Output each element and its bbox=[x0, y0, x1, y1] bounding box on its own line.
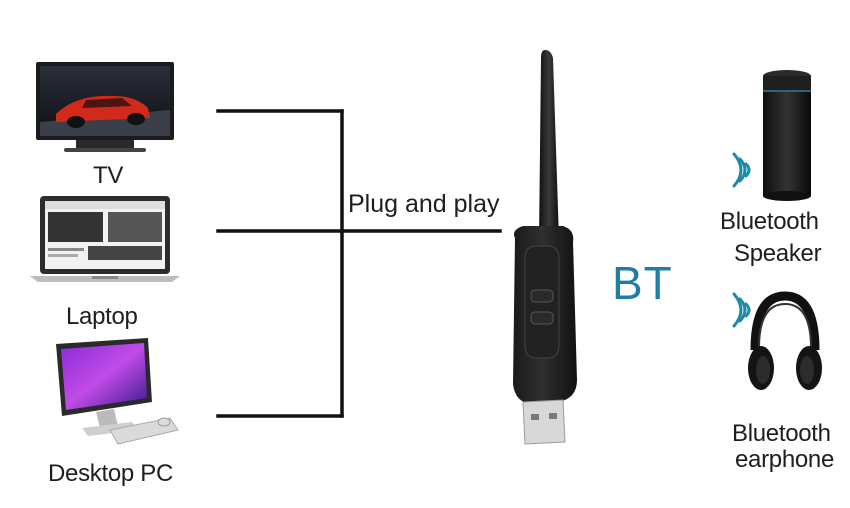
bluetooth-speaker-icon bbox=[763, 70, 811, 201]
laptop-icon bbox=[30, 196, 180, 282]
laptop-label: Laptop bbox=[66, 303, 138, 330]
earphone-label-line1: Bluetooth bbox=[732, 420, 831, 447]
speaker-label-line1: Bluetooth bbox=[720, 208, 819, 235]
signal-waves-icon bbox=[732, 292, 751, 328]
tv-icon bbox=[36, 62, 174, 152]
bt-label: BT bbox=[612, 257, 673, 309]
speaker-label-line2: Speaker bbox=[734, 240, 822, 267]
tv-label: TV bbox=[93, 162, 124, 189]
earphone-label-line2: earphone bbox=[735, 446, 835, 473]
signal-waves-icon bbox=[732, 152, 751, 188]
plug-and-play-label: Plug and play bbox=[348, 190, 500, 218]
bluetooth-adapter-icon bbox=[513, 50, 577, 445]
desktop-pc-label: Desktop PC bbox=[48, 460, 174, 487]
desktop-pc-icon bbox=[56, 338, 179, 445]
bluetooth-headphones-icon bbox=[748, 291, 822, 390]
